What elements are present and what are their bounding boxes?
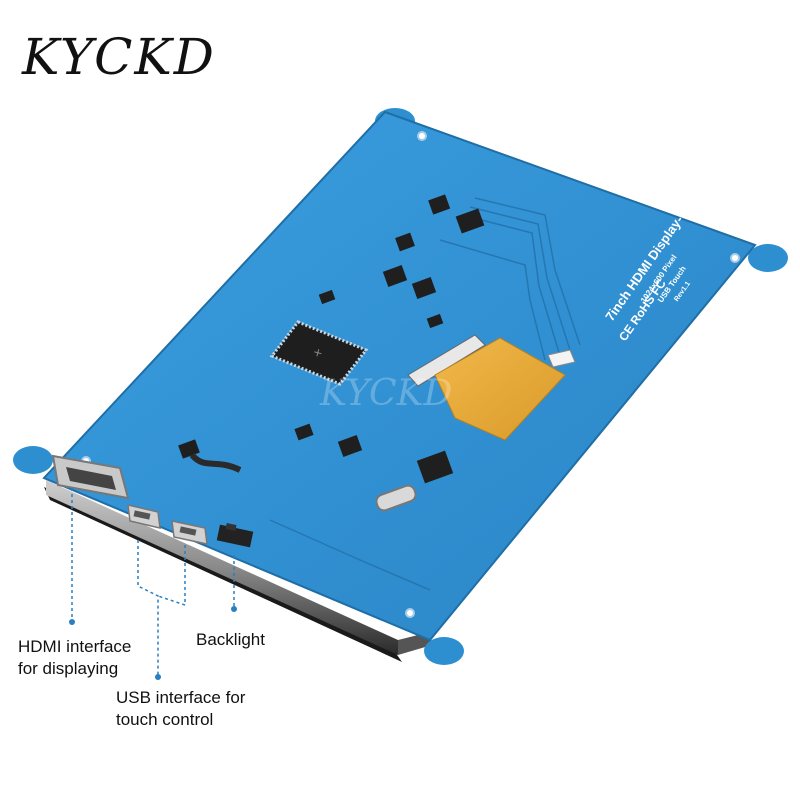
watermark: KYCKD xyxy=(319,373,453,414)
callout-dots xyxy=(69,606,237,680)
brand-logo: KYCKD xyxy=(22,28,216,86)
small-components xyxy=(178,194,485,484)
callout-usb: USB interface for touch control xyxy=(116,688,246,729)
mount-ear-right xyxy=(748,244,788,272)
pcb-board xyxy=(42,110,757,642)
callout-hdmi: HDMI interface for displaying xyxy=(18,637,132,678)
fpc-connector xyxy=(407,334,576,441)
main-controller-chip: ✕ xyxy=(269,320,369,386)
mount-ear-left xyxy=(13,446,53,474)
backlight-switch xyxy=(216,523,254,548)
pcb-traces xyxy=(269,197,581,591)
usb-power-port xyxy=(171,520,208,545)
hdmi-port xyxy=(51,454,130,500)
callout-backlight: Backlight xyxy=(196,630,265,649)
callout-lines xyxy=(71,488,235,675)
callout-line-usb xyxy=(137,540,159,675)
mount-ear-bottom xyxy=(424,637,464,665)
crystal-oscillator xyxy=(375,484,417,512)
touch-ribbon xyxy=(189,452,242,473)
usb-touch-port xyxy=(127,504,161,529)
